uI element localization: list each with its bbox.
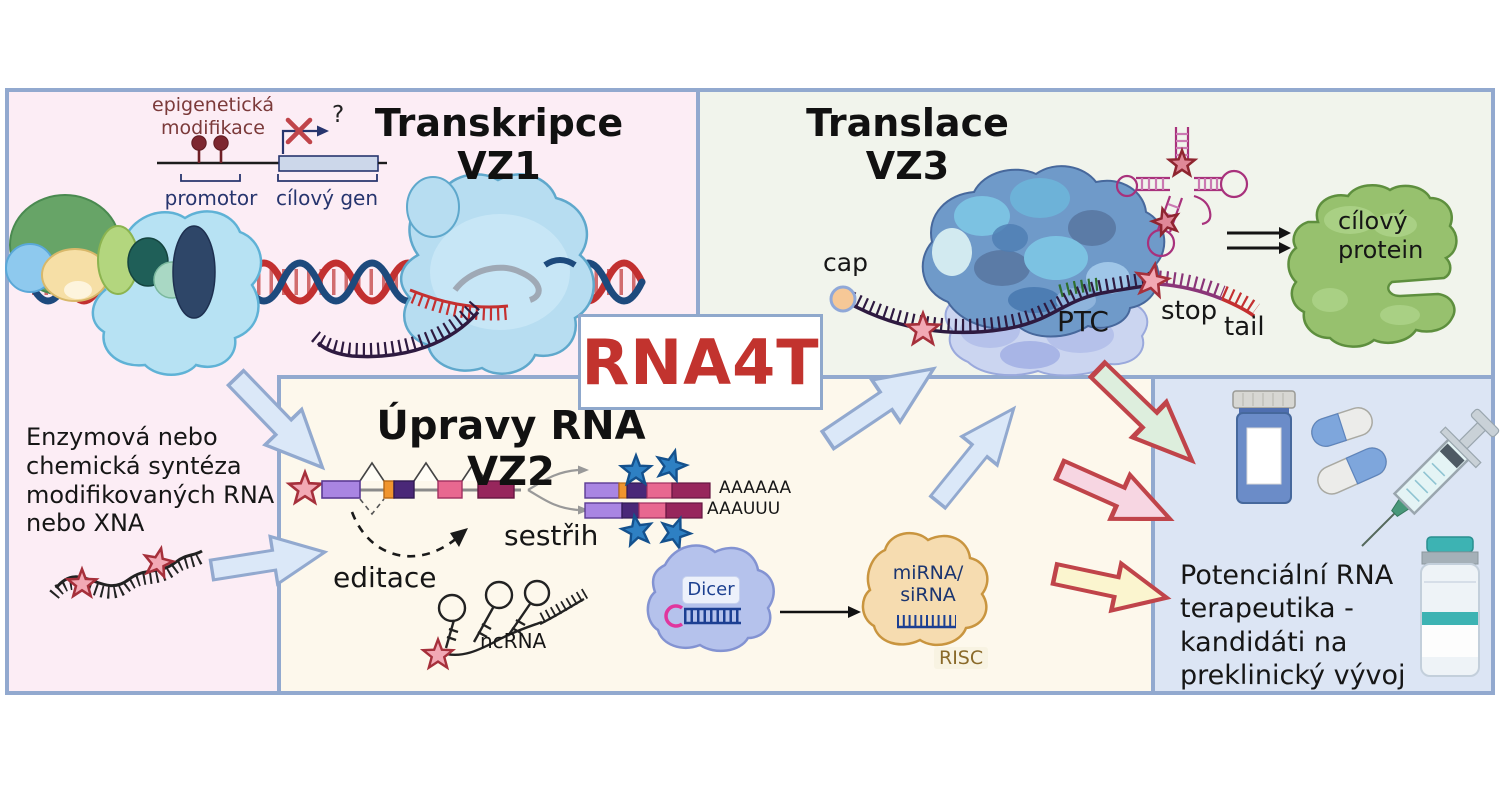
editing-label: editace [333, 561, 437, 594]
ptc-label: PTC [1057, 305, 1109, 338]
synthesis-description: Enzymová nebo chemická syntéza modifikov… [26, 423, 275, 538]
panel-title-rna-editing: Úpravy RNA VZ2 [376, 403, 646, 495]
stop-label: stop [1161, 296, 1218, 326]
promoter-label: promotor [164, 186, 258, 210]
panel-title-transcription: Transkripce VZ1 [374, 101, 624, 188]
target-gene-label: cílový gen [275, 186, 379, 210]
question-mark-label: ? [332, 102, 345, 128]
alt-tail-label: AAAUUU [707, 499, 781, 519]
therapeutics-description: Potenciální RNA terapeutika - kandidáti … [1180, 560, 1406, 692]
project-logo-text: RNA4T [581, 325, 820, 399]
polya-tail-label: AAAAAA [719, 478, 792, 498]
cap-label: cap [823, 248, 868, 277]
epigenetic-modification-label: epigenetická modifikace [152, 94, 274, 139]
tail-label: tail [1224, 312, 1265, 342]
dicer-label: Dicer [682, 576, 740, 604]
project-logo-box: RNA4T [578, 314, 823, 410]
ncrna-label: ncRNA [480, 629, 547, 653]
mirna-sirna-label: miRNA/ siRNA [892, 562, 964, 607]
target-protein-label: cílový protein [1338, 207, 1424, 264]
risc-label: RISC [934, 647, 989, 669]
panel-title-translation: Translace VZ3 [806, 101, 1009, 188]
splicing-label: sestřih [504, 519, 599, 552]
